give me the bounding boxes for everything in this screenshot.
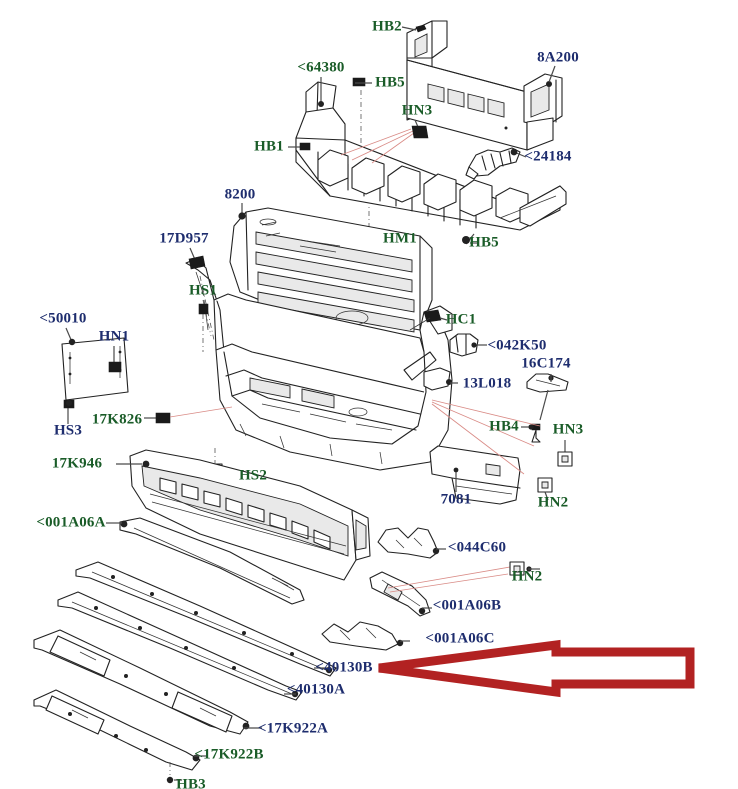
part-label-50010: <50010 — [39, 310, 87, 327]
part-001A06A-trim — [119, 517, 305, 605]
part-13L018-trim — [423, 367, 451, 391]
part-label-HS1: HS1 — [188, 282, 218, 299]
part-label-044C60: <044C60 — [447, 539, 507, 556]
part-64380-upper-panel — [295, 81, 567, 231]
part-17K946-lower-grille — [129, 449, 371, 581]
part-label-HB4: HB4 — [489, 418, 519, 435]
part-label-16C174: 16C174 — [521, 355, 571, 372]
part-044C60-bracket — [377, 527, 440, 559]
part-24184-bracket — [465, 147, 521, 180]
part-label-HN2-low: HN2 — [511, 568, 543, 585]
part-label-7081: 7081 — [440, 491, 472, 508]
part-label-17K946: 17K946 — [51, 455, 103, 472]
part-label-HB1: HB1 — [254, 138, 284, 155]
part-label-HB3: HB3 — [176, 776, 206, 789]
part-label-HM1: HM1 — [383, 230, 417, 247]
part-001A06B-bracket — [369, 571, 431, 617]
part-label-13L018: 13L018 — [462, 375, 512, 392]
part-label-HN1: HN1 — [98, 328, 130, 345]
part-8A200-bumper-beam — [406, 20, 563, 151]
part-label-HN3-top: HN3 — [401, 102, 433, 119]
part-label-HB2: HB2 — [372, 18, 402, 35]
part-label-HS2: HS2 — [238, 467, 268, 484]
part-label-HN2-mid: HN2 — [537, 494, 569, 511]
part-7081-panel — [429, 445, 521, 505]
part-label-8A200: 8A200 — [537, 49, 579, 66]
part-label-HN3-mid: HN3 — [552, 421, 584, 438]
part-16C174-strip — [526, 373, 569, 393]
part-label-001A06B: <001A06B — [432, 597, 502, 614]
part-40130A-trim — [57, 591, 303, 701]
part-50010-license-plate-bracket — [61, 337, 129, 401]
part-label-001A06A: <001A06A — [36, 514, 106, 531]
part-label-17D957: 17D957 — [159, 230, 209, 247]
part-label-HS3: HS3 — [53, 422, 83, 439]
part-label-17K922A: <17K922A — [257, 720, 329, 737]
part-40130B-trim — [75, 561, 337, 677]
part-label-24184: <24184 — [524, 148, 572, 165]
part-label-HB5-top: HB5 — [375, 74, 405, 91]
part-label-HC1: HC1 — [445, 311, 477, 328]
part-17K922A-valance — [33, 629, 250, 735]
red-arrow-annotation — [378, 639, 695, 698]
part-label-001A06C: <001A06C — [425, 630, 495, 647]
part-label-8200: 8200 — [224, 186, 256, 203]
part-label-042K50: <042K50 — [487, 337, 547, 354]
part-label-40130A: <40130A — [286, 681, 346, 698]
part-label-17K826: 17K826 — [91, 411, 143, 428]
part-001A06C-bracket — [321, 621, 404, 651]
part-label-64380: <64380 — [297, 59, 345, 76]
part-8200-radiator-grille — [229, 207, 433, 333]
part-label-HB5-bot: HB5 — [469, 234, 499, 251]
part-label-40130B: <40130B — [315, 659, 373, 676]
part-label-17K922B: <17K922B — [194, 746, 264, 763]
part-042K50-sensor — [449, 333, 479, 357]
